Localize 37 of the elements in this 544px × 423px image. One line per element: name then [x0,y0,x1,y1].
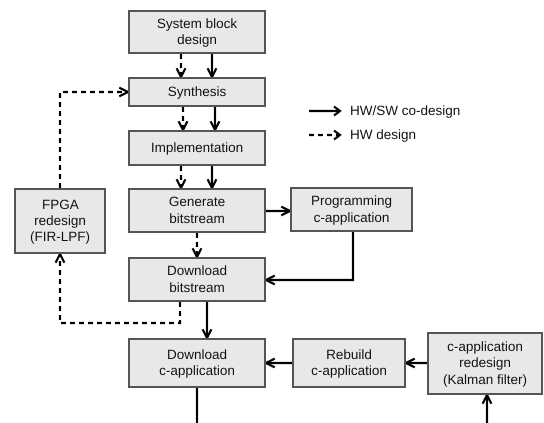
box-label: Generate bitstream [168,194,226,227]
arrow [58,86,130,188]
arrow [264,232,354,286]
process-box [128,77,266,107]
process-box [14,188,106,254]
arrow [178,107,188,132]
legend-label: HW/SW co-design [350,102,460,120]
box-label: Implementation [150,140,244,156]
arrow [54,252,182,324]
process-box [427,332,543,395]
arrow [202,302,212,340]
process-box [128,338,266,388]
box-label: FPGA redesign (FIR-LPF) [29,196,91,246]
arrow [210,107,220,132]
box-label: Programming c-application [310,193,394,226]
arrow [206,54,218,78]
process-box [128,130,266,166]
arrow [176,54,186,78]
process-box [128,257,266,302]
process-box [290,187,413,232]
box-label: Download c-application [158,346,236,380]
arrow [266,206,292,216]
arrow [176,166,186,190]
process-box [128,188,266,233]
box-label: Rebuild c-application [310,346,388,380]
process-box [128,10,266,54]
arrow [192,233,202,258]
arrow [264,358,292,368]
arrow [206,166,218,190]
legend-label: HW design [350,126,416,144]
box-label: c-application redesign (Kalman filter) [442,339,528,388]
process-box [292,338,406,388]
box-label: System block design [156,16,238,48]
arrow [404,358,427,368]
box-label: Download bitstream [166,263,228,296]
box-label: Synthesis [168,84,226,100]
arrow [482,394,492,423]
